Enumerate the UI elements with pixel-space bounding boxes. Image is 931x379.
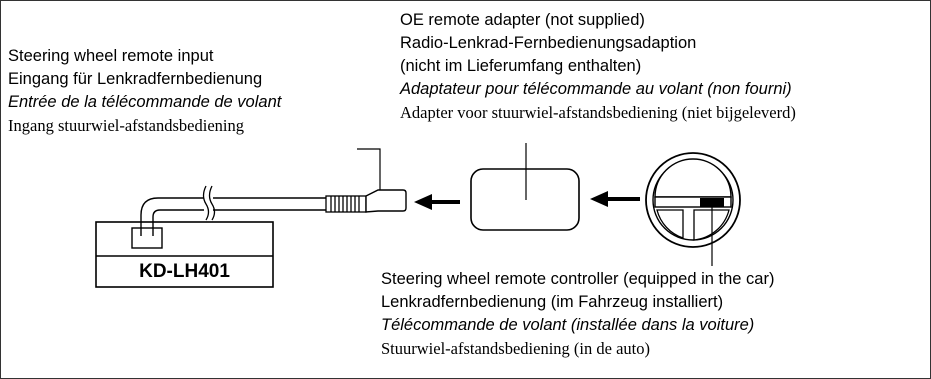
remote-input-label-en: Steering wheel remote input [8,47,214,65]
steering-wheel-lower-left [656,209,684,239]
steering-wheel-spoke [654,196,732,208]
adapter-label-de: Radio-Lenkrad-Fernbedienungsadaption [400,34,697,52]
head-unit-model: KD-LH401 [139,260,230,282]
steering-wheel-remote-pad [700,198,724,207]
remote-input-label-de: Eingang für Lenkradfernbedienung [8,70,263,88]
controller-label-de: Lenkradfernbedienung (im Fahrzeug instal… [381,293,724,311]
adapter-label-de-note: (nicht im Lieferumfang enthalten) [400,57,642,75]
adapter-label-en: OE remote adapter (not supplied) [400,11,645,29]
strain-relief-ribs [330,196,360,212]
adapter-label: OE remote adapter (not supplied) Radio-L… [400,9,796,124]
remote-input-label-nl: Ingang stuurwiel-afstandsbediening [8,116,244,135]
remote-input-connector [365,189,407,213]
adapter-label-fr: Adaptateur pour télécommande au volant (… [400,80,792,98]
controller-label-nl: Stuurwiel-afstandsbediening (in de auto) [381,339,650,358]
cable-inner-line [152,209,326,236]
oe-adapter-box [470,168,580,231]
cable-break-gap [204,186,213,218]
cable-strain-relief [325,195,367,213]
adapter-label-nl: Adapter voor stuurwiel-afstandsbediening… [400,103,796,122]
controller-label: Steering wheel remote controller (equipp… [381,268,774,360]
remote-input-label-fr: Entrée de la télécommande de volant [8,93,282,111]
head-unit-box [95,221,274,288]
cable-outer-line [140,197,326,236]
controller-label-fr: Télécommande de volant (installée dans l… [381,316,755,334]
steering-wheel-top-pad [654,158,732,198]
controller-label-en: Steering wheel remote controller (equipp… [381,270,775,288]
cable-break-mark-right [208,185,216,221]
cable-break-mark-left [202,185,210,221]
remote-input-label: Steering wheel remote input Eingang für … [8,45,281,137]
head-unit-socket [131,227,163,249]
arrow-to-connector-head [414,194,432,210]
arrow-to-adapter-head [590,191,608,207]
remote-input-leader-line [357,148,381,190]
